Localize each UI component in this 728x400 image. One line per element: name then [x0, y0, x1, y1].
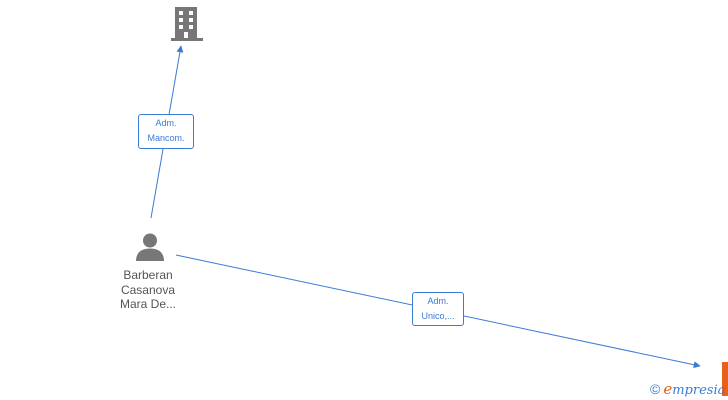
- edge-label-line-1: Adm.: [427, 296, 449, 306]
- building-icon[interactable]: [170, 6, 204, 42]
- building-icon-partial[interactable]: [722, 362, 728, 396]
- person-name-line-3: Mara De...: [119, 297, 176, 311]
- edge-label-line-1: Adm.: [155, 118, 177, 128]
- brand-rest: mpresia: [672, 383, 726, 398]
- watermark: ©empresia: [650, 380, 725, 398]
- person-name-line-2: Casanova: [120, 282, 176, 297]
- person-icon[interactable]: [135, 232, 165, 262]
- brand-initial: e: [663, 380, 673, 398]
- edge-label-unico[interactable]: Adm. Unico,...: [412, 292, 464, 326]
- copyright-symbol: ©: [650, 381, 661, 397]
- edge-label-mancom[interactable]: Adm. Mancom.: [138, 114, 194, 149]
- brand-logo: empresia: [663, 380, 726, 398]
- person-name-line-1: Barberan: [123, 268, 173, 282]
- person-name[interactable]: Barberan Casanova Mara De...: [100, 268, 196, 312]
- edge-label-line-2: Mancom.: [147, 133, 185, 143]
- edge-label-line-2: Unico,...: [421, 311, 455, 321]
